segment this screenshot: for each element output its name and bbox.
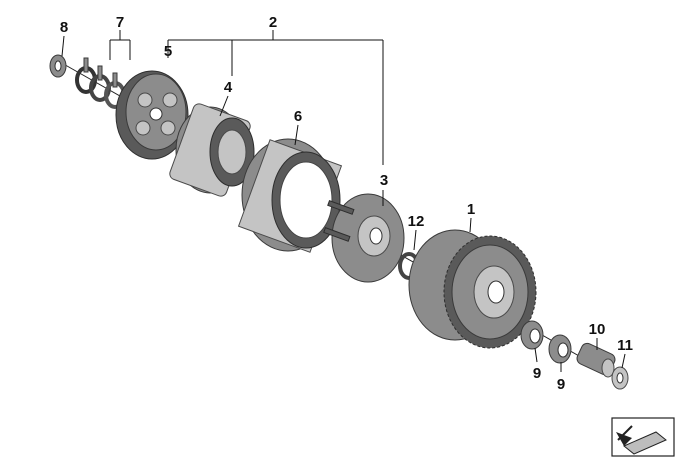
- callout-11: 11: [617, 337, 633, 354]
- part-9-bearing-b: [548, 334, 572, 364]
- callout-8: 8: [60, 19, 68, 36]
- part-5-pressure-plate: [115, 70, 189, 160]
- callout-10: 10: [589, 321, 606, 338]
- callout-2: 2: [269, 14, 277, 31]
- arrow-plane-icon: [611, 417, 675, 457]
- part-6-plate-pack: [237, 138, 343, 253]
- part-11-washer: [611, 366, 629, 390]
- callout-9-right: 9: [557, 376, 565, 393]
- leader-lines: [61, 30, 626, 372]
- callout-9-left: 9: [533, 365, 541, 382]
- part-4-inner-hub: [169, 103, 255, 197]
- callout-3: 3: [380, 172, 388, 189]
- callout-4: 4: [224, 79, 233, 96]
- part-1-clutch-basket: [408, 229, 537, 349]
- callout-6: 6: [294, 108, 302, 125]
- part-3-cover-plate: [323, 193, 405, 283]
- callout-7: 7: [116, 14, 124, 31]
- callout-labels: 8 7 2 5 4 6 3 12 1 10 11 9 9: [60, 14, 633, 393]
- callout-12: 12: [408, 213, 425, 230]
- part-8-washer: [49, 54, 67, 78]
- callout-1: 1: [467, 201, 475, 218]
- callout-5: 5: [164, 43, 172, 60]
- part-7-springs: [75, 57, 126, 109]
- part-9-bearing-a: [520, 320, 544, 350]
- part-10-sleeve: [576, 342, 616, 378]
